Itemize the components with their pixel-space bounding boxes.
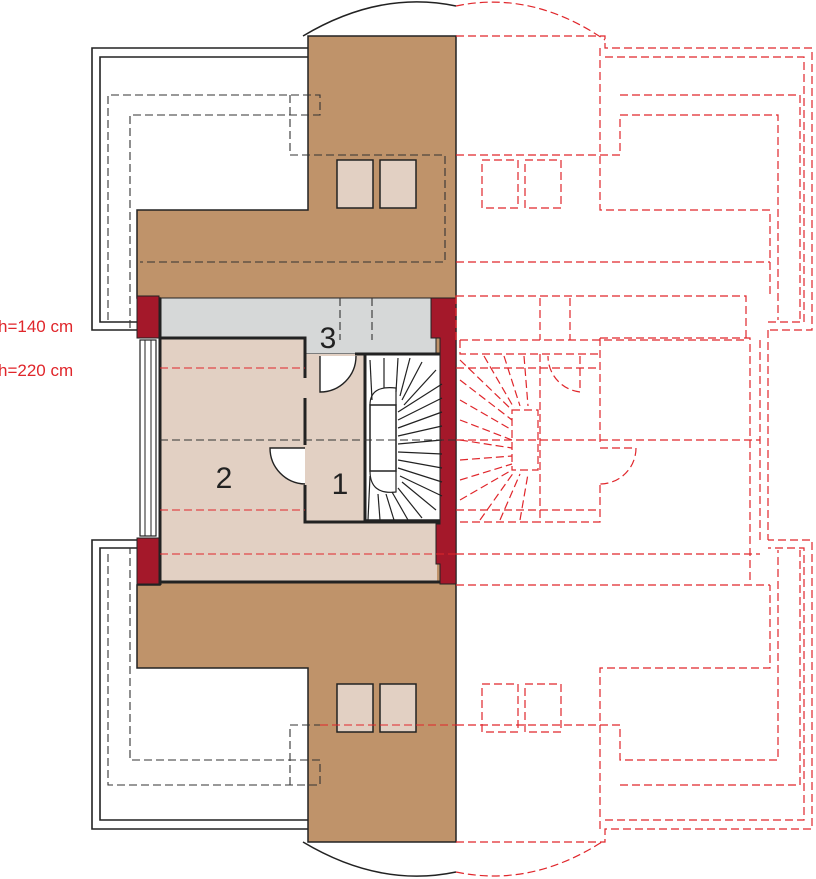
window — [139, 339, 157, 537]
door-swing — [269, 447, 306, 485]
height-lines — [160, 367, 456, 726]
skylight — [336, 159, 374, 209]
skylight — [336, 683, 374, 733]
mirrored-half — [455, 1, 813, 877]
door-swing — [319, 355, 357, 393]
walls — [158, 298, 445, 585]
room-number: 1 — [332, 468, 349, 501]
height-label-220: h=220 cm — [0, 361, 73, 380]
room-number: 3 — [320, 322, 337, 355]
roof-arc-bottom — [302, 841, 457, 877]
roof-arc-top — [302, 1, 457, 37]
wall-block — [136, 537, 160, 585]
hidden-lines — [107, 94, 456, 786]
height-label-140: h=140 cm — [0, 317, 73, 336]
wall-block — [136, 295, 160, 339]
wall-block — [430, 297, 457, 585]
staircase — [367, 357, 443, 521]
room-number: 2 — [216, 462, 233, 495]
skylight — [379, 683, 417, 733]
skylight — [379, 159, 417, 209]
